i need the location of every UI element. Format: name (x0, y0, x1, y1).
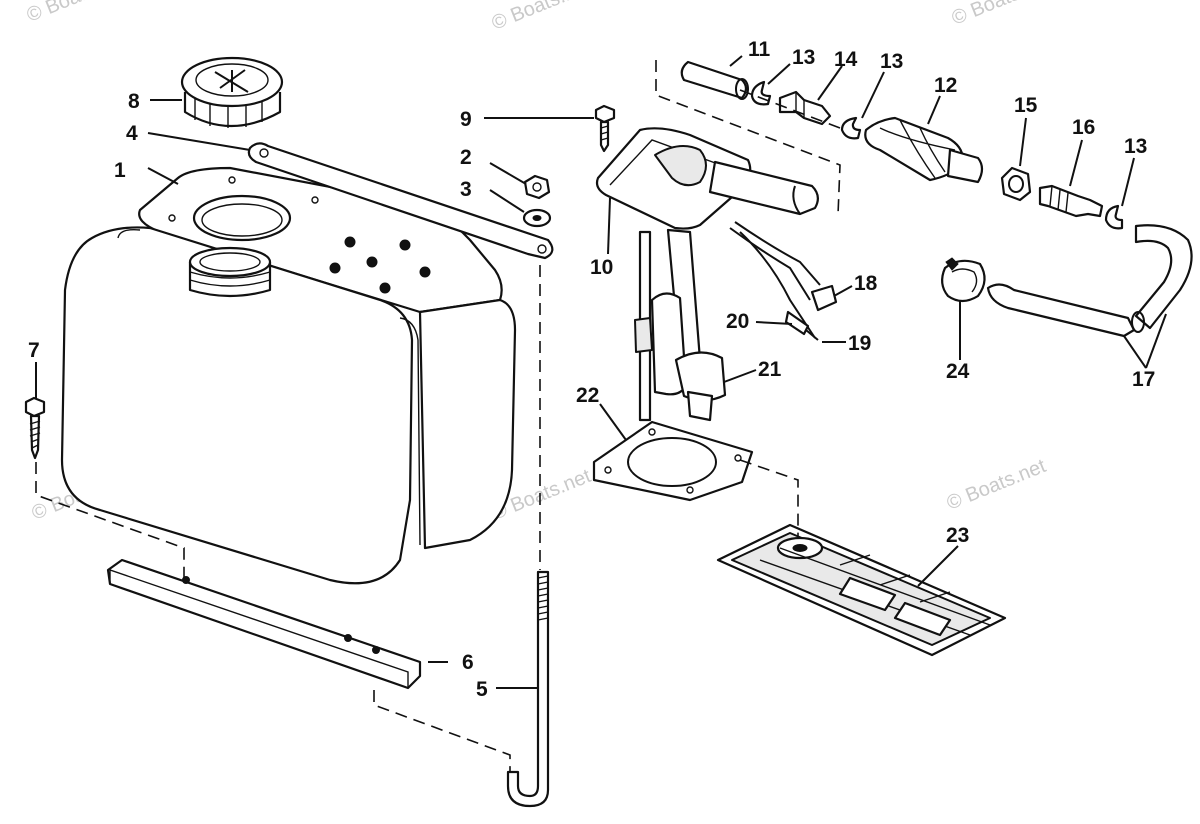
hold-down-strap (247, 142, 554, 260)
clamp-13-c (1104, 204, 1124, 230)
callout-1: 1 (114, 159, 126, 182)
callout-7: 7 (28, 339, 40, 362)
callout-24: 24 (946, 360, 970, 383)
gasket (592, 420, 754, 502)
j-bolt (506, 570, 550, 808)
callout-14: 14 (834, 48, 858, 71)
callout-12: 12 (934, 74, 957, 97)
watermark-mid-right: © Boats.net (944, 455, 1050, 515)
callout-23: 23 (946, 524, 969, 547)
callout-20: 20 (726, 310, 749, 333)
callout-22: 22 (576, 384, 599, 407)
watermark-top-left: © Boats.net (24, 0, 130, 27)
watermark-top-right: © Boats.net (949, 0, 1055, 30)
callout-13-c: 13 (1124, 135, 1147, 158)
callouts: 1 2 3 4 5 6 7 8 9 10 11 12 13 13 13 14 1… (28, 38, 1155, 701)
screw-7 (24, 396, 46, 460)
callout-15: 15 (1014, 94, 1038, 117)
clamp-13-a (750, 80, 772, 106)
callout-3: 3 (460, 178, 472, 201)
sending-unit-plate (716, 523, 1007, 657)
watermark-top-center: © Boats.net (489, 0, 595, 35)
callout-16: 16 (1072, 116, 1095, 139)
connector-14 (778, 90, 832, 126)
mounting-bracket (106, 558, 422, 690)
callout-4: 4 (126, 122, 138, 145)
callout-5: 5 (476, 678, 488, 701)
connector-nut (1000, 166, 1032, 202)
callout-18: 18 (854, 272, 878, 295)
callout-13-b: 13 (880, 50, 903, 73)
nut (523, 174, 551, 200)
leader-lines (35, 55, 1167, 689)
screw-9 (594, 104, 616, 153)
washer (522, 208, 552, 228)
callout-19: 19 (848, 332, 871, 355)
callout-17: 17 (1132, 368, 1155, 391)
fuel-tank (60, 166, 517, 585)
callout-13-a: 13 (792, 46, 815, 69)
fuel-hose (986, 224, 1193, 338)
callout-2: 2 (460, 146, 472, 169)
connector-16 (1038, 184, 1104, 218)
callout-21: 21 (758, 358, 782, 381)
callout-10: 10 (590, 256, 613, 279)
primer-bulb (864, 116, 984, 184)
pickup-assembly (595, 127, 838, 422)
filler-cap (180, 56, 284, 128)
callout-9: 9 (460, 108, 472, 131)
callout-6: 6 (462, 651, 474, 674)
hose-short (680, 60, 749, 100)
hose-clamp (941, 257, 986, 303)
callout-8: 8 (128, 90, 140, 113)
assembly-lines (35, 60, 841, 772)
callout-11: 11 (748, 38, 771, 61)
clamp-13-b (840, 116, 862, 140)
